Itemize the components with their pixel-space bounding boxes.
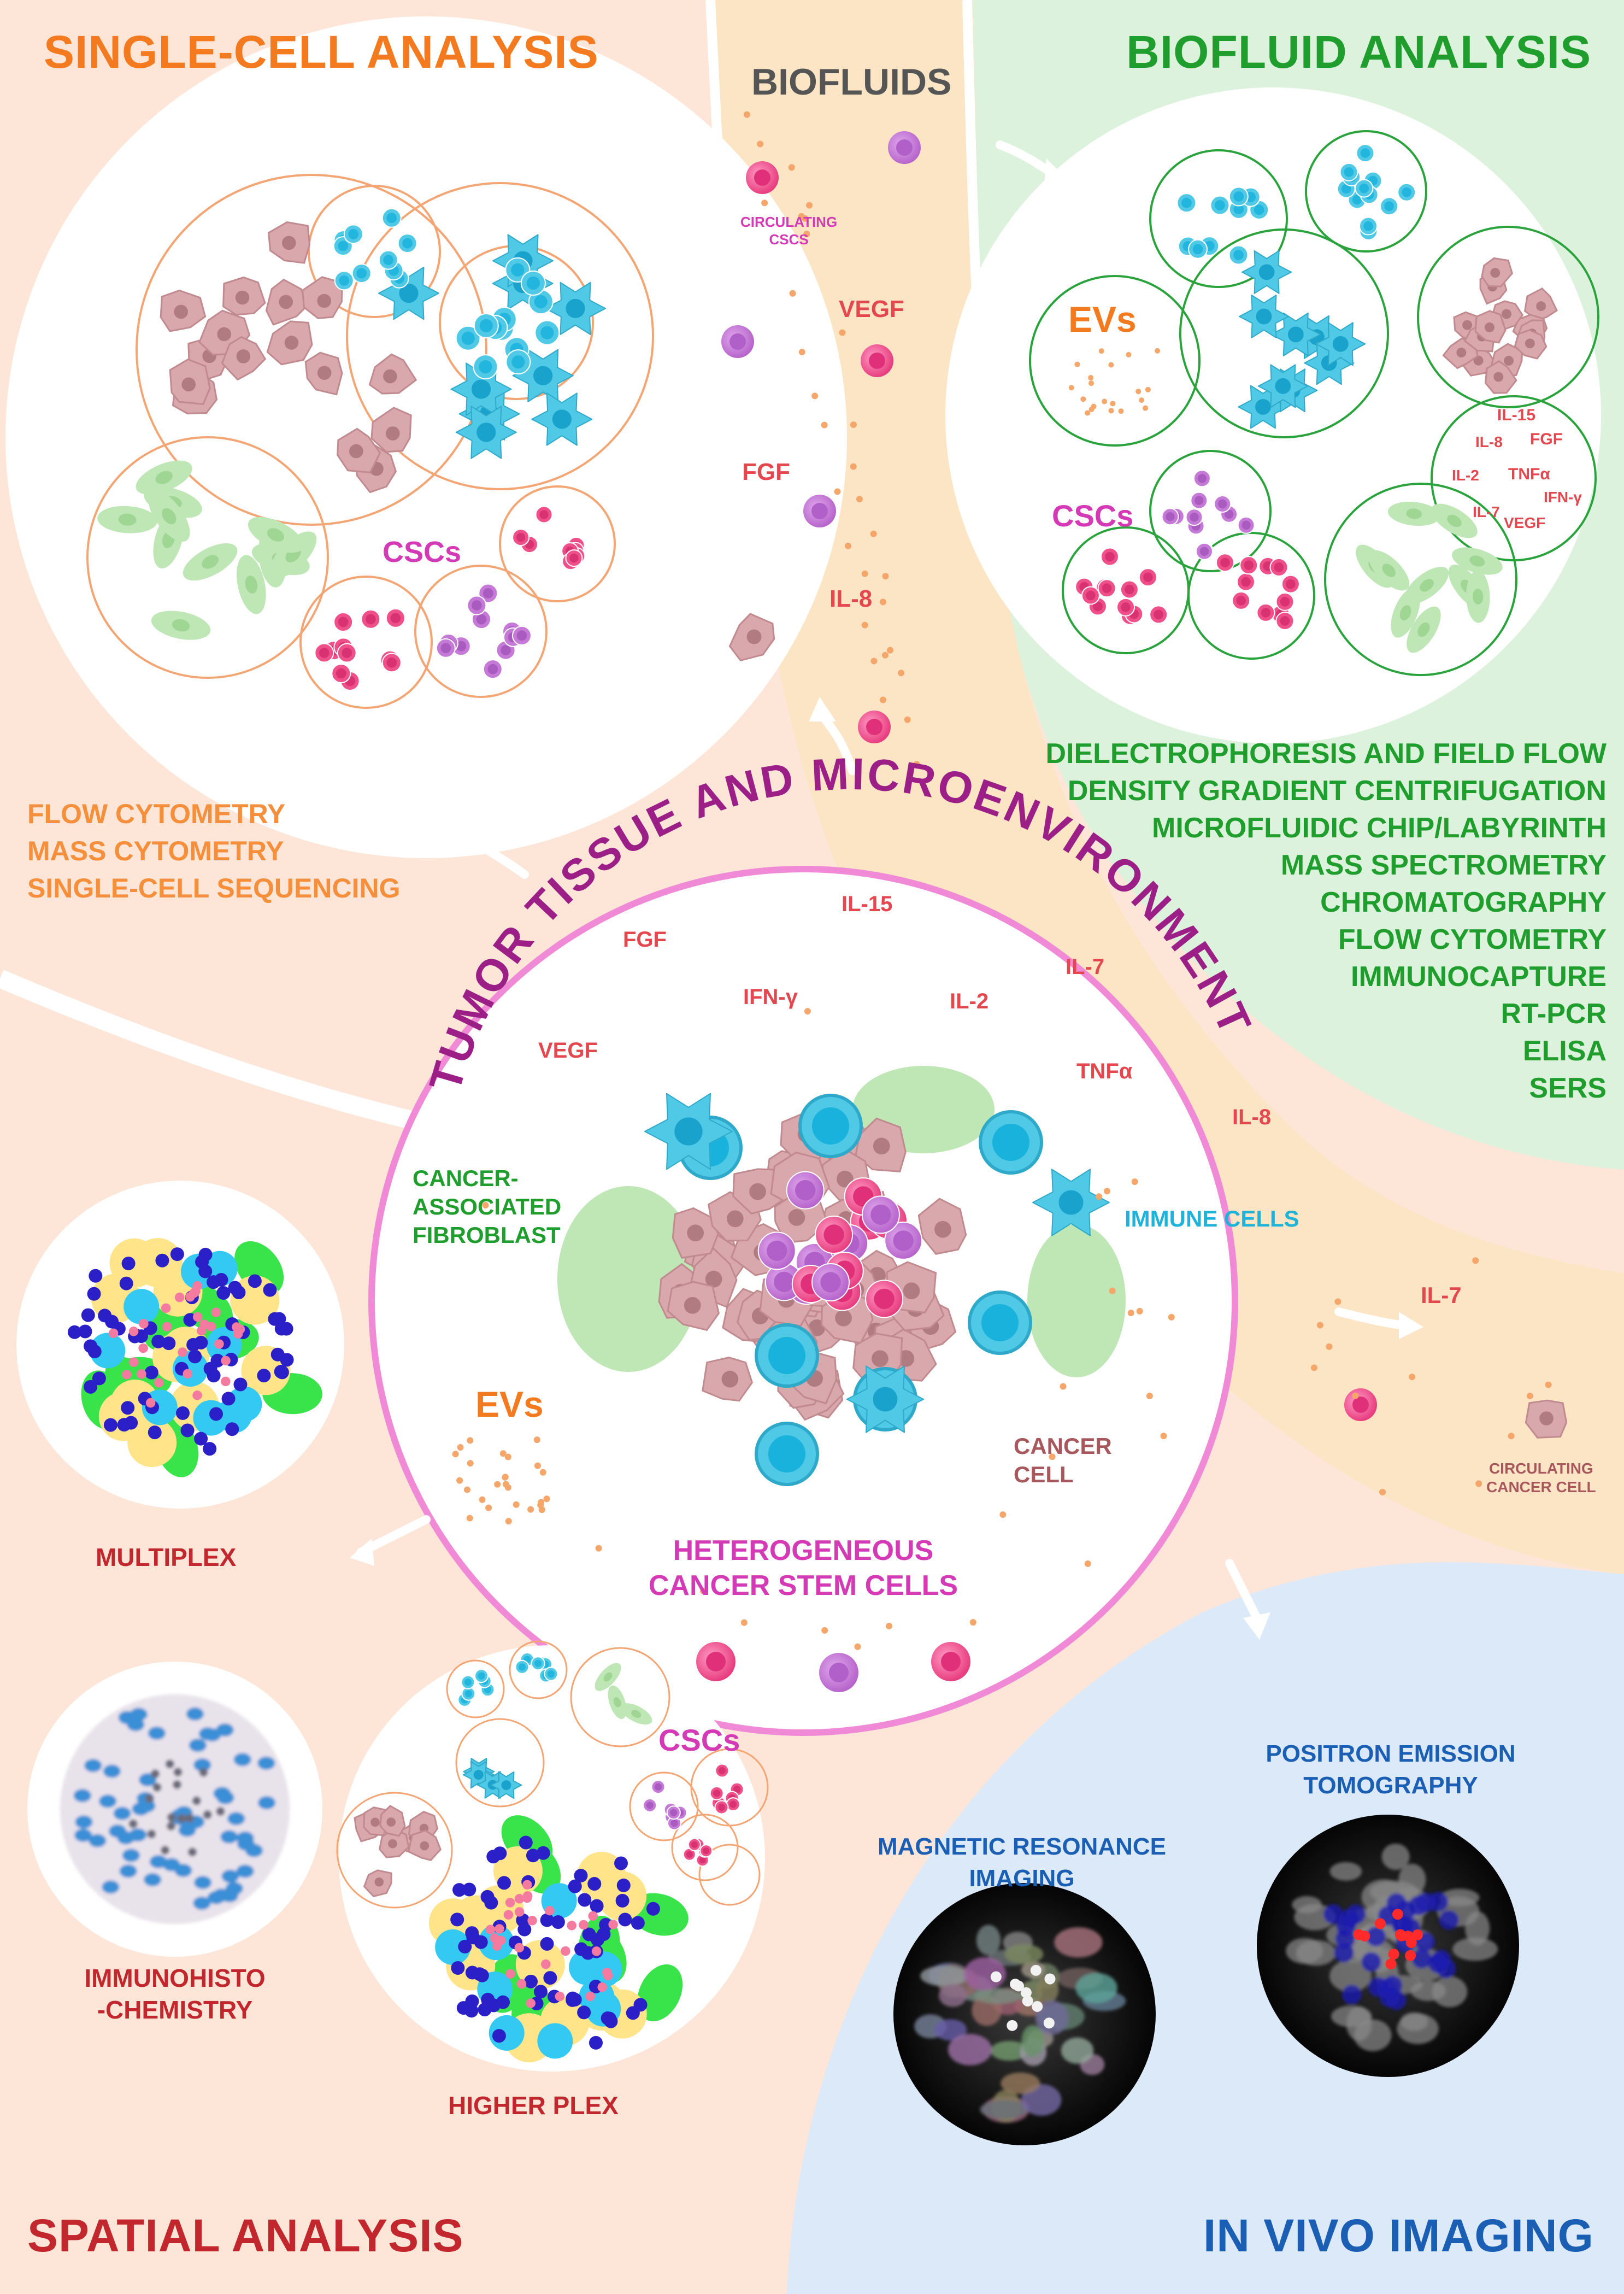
- biofluid-cscs-label: CSCs: [1052, 498, 1134, 533]
- tumor-il8: IL-8: [1232, 1105, 1272, 1129]
- caf-cluster: [86, 436, 329, 679]
- biofluid-stream: [705, 0, 1624, 1574]
- single-cell-methods: FLOW CYTOMETRY MASS CYTOMETRY SINGLE-CEL…: [27, 799, 401, 903]
- ihc-label: IMMUNOHISTO-CHEMISTRY: [84, 1964, 266, 2024]
- spatial-cscs-label: CSCs: [658, 1723, 740, 1757]
- single-cell-panel: [5, 16, 847, 858]
- higher-plex-label: HIGHER PLEX: [448, 2091, 619, 2120]
- arrow-to-single-cell: [629, 151, 726, 178]
- immune-cell-cluster: [346, 182, 654, 490]
- arrow-to-single-cell-methods: [455, 826, 529, 879]
- immune-cells-label: IMMUNE CELLS: [1125, 1206, 1299, 1231]
- tumor-fgf: FGF: [623, 928, 667, 952]
- single-cell-title: SINGLE-CELL ANALYSIS: [44, 26, 599, 78]
- tumor-vegf: VEGF: [538, 1039, 598, 1063]
- arrow-to-circulation: [1334, 1307, 1409, 1330]
- multiplex-label: MULTIPLEX: [96, 1543, 237, 1571]
- arrow-to-in-vivo: [1225, 1559, 1261, 1622]
- tumor-il2: IL-2: [950, 989, 989, 1013]
- tumor-evs-label: EVs: [475, 1384, 544, 1424]
- cancer-cell-cluster: [136, 174, 487, 526]
- circulation-il7: IL-7: [1421, 1282, 1462, 1308]
- tumor-il7: IL-7: [1066, 955, 1105, 979]
- spatial-analysis-title: SPATIAL ANALYSIS: [27, 2210, 464, 2261]
- tumor-ifng: IFN-γ: [743, 985, 798, 1009]
- tumor-il15: IL-15: [842, 892, 893, 916]
- stream-vegf: VEGF: [839, 296, 904, 322]
- tumor-tnfa: TNFα: [1076, 1059, 1133, 1083]
- biofluids-title: BIOFLUIDS: [751, 61, 952, 103]
- stream-fgf: FGF: [742, 459, 790, 485]
- in-vivo-title: IN VIVO IMAGING: [1203, 2210, 1594, 2261]
- single-cell-cscs-label: CSCs: [383, 536, 462, 568]
- stream-il8: IL-8: [829, 585, 873, 612]
- biofluid-analysis-title: BIOFLUID ANALYSIS: [1126, 26, 1591, 78]
- biofluid-evs-label: EVs: [1068, 299, 1137, 339]
- biofluid-methods: DIELECTROPHORESIS AND FIELD FLOW DENSITY…: [1045, 738, 1607, 1104]
